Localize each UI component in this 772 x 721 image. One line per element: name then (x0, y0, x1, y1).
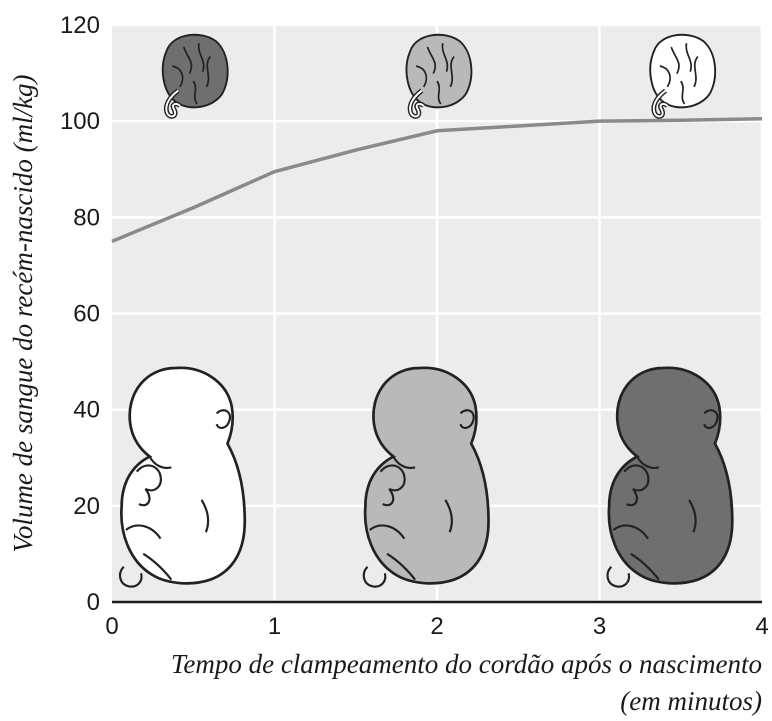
x-axis-label-line2: (em minutos) (620, 686, 762, 716)
newborn-icon (362, 366, 490, 588)
y-tick-label: 0 (87, 589, 100, 616)
x-tick-label: 4 (755, 613, 768, 640)
y-tick-label: 80 (73, 204, 100, 231)
x-tick-label: 1 (268, 613, 281, 640)
newborn-icon (606, 366, 734, 588)
x-tick-label: 0 (105, 613, 118, 640)
y-tick-label: 100 (60, 108, 100, 135)
y-tick-label: 120 (60, 12, 100, 39)
series (111, 117, 763, 243)
series-line (111, 117, 763, 243)
y-tick-label: 40 (73, 397, 100, 424)
x-tick-label: 3 (593, 613, 606, 640)
newborn-icon (118, 366, 247, 588)
y-tick-label: 20 (73, 493, 100, 520)
x-tick-label: 2 (430, 613, 443, 640)
y-tick-label: 60 (73, 301, 100, 328)
x-axis-label-line1: Tempo de clampeamento do cordão após o n… (171, 649, 762, 679)
y-axis-label: Volume de sangue do recém-nascido (ml/kg… (8, 74, 38, 552)
